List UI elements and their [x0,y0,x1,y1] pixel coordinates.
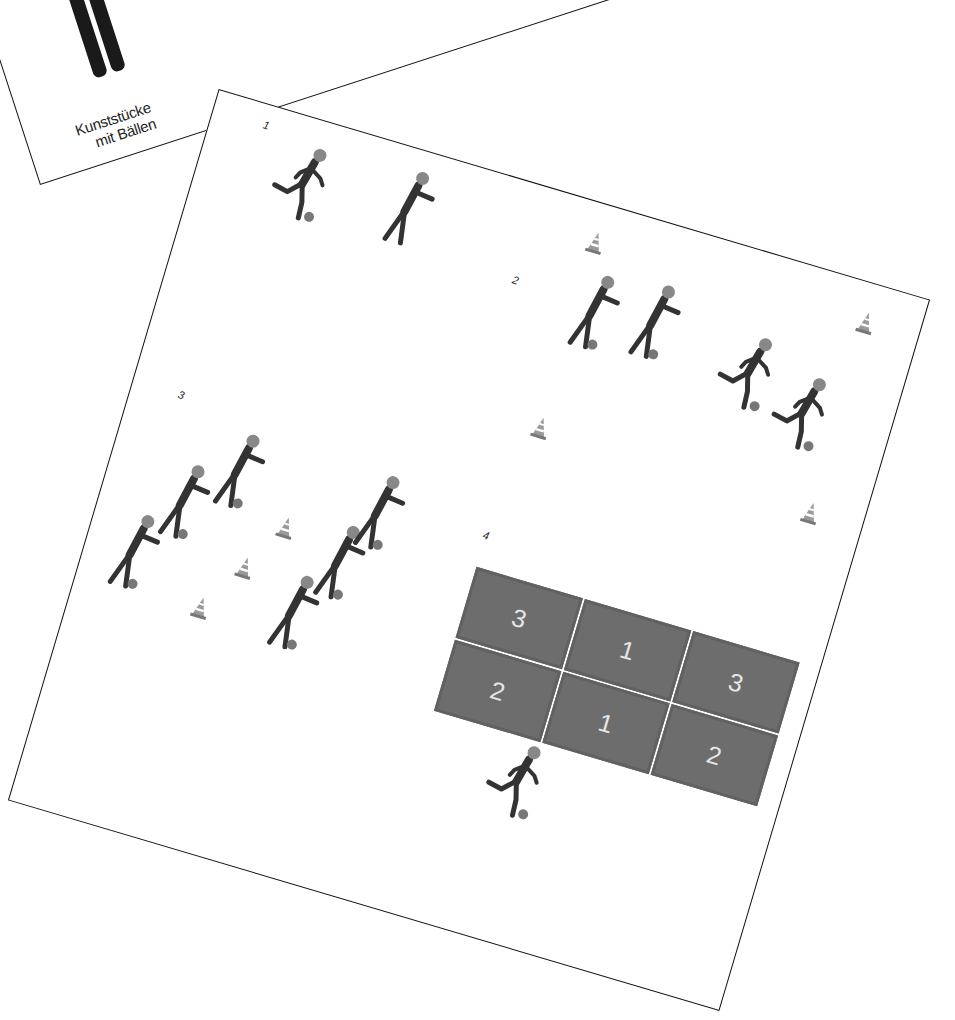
point-number: 1 [617,634,639,666]
point-number: 2 [704,739,726,771]
kicking-player [767,369,833,453]
logo-bar [82,0,126,73]
section-number: 4 [481,529,490,542]
point-number: 1 [595,707,617,739]
cone [800,501,821,526]
ball [586,338,598,350]
kicking-player [267,139,333,223]
section-number: 1 [262,118,271,131]
cone [855,311,876,336]
kicking-player [713,329,779,413]
standing-player [215,430,269,511]
standing-player [161,460,215,541]
section-number: 2 [511,274,520,287]
point-number: 3 [725,666,747,698]
cone [190,595,211,620]
cone [530,415,551,440]
standing-player [385,167,439,248]
kicking-player [481,737,547,821]
ball [647,348,659,360]
ball [126,578,138,590]
ball [332,588,344,600]
point-number: 3 [508,602,530,634]
drill-card: 3 1 3 2 1 2 1 2 3 4 [8,89,930,1011]
standing-player [570,271,624,352]
target-grid: 3 1 3 2 1 2 [434,567,800,807]
drill-illustration [9,90,931,1012]
section-number: 3 [177,388,186,401]
standing-player [355,471,409,552]
standing-player [110,510,164,591]
point-number: 2 [487,675,509,707]
cone [234,555,255,580]
ball [371,539,383,551]
cone [275,515,296,540]
standing-player [631,280,685,361]
standing-player [270,571,324,652]
ball [177,528,189,540]
ball [231,497,243,509]
ball [286,638,298,650]
card-title: Kunststücke mit Bällen [55,99,158,161]
cone [585,230,606,255]
